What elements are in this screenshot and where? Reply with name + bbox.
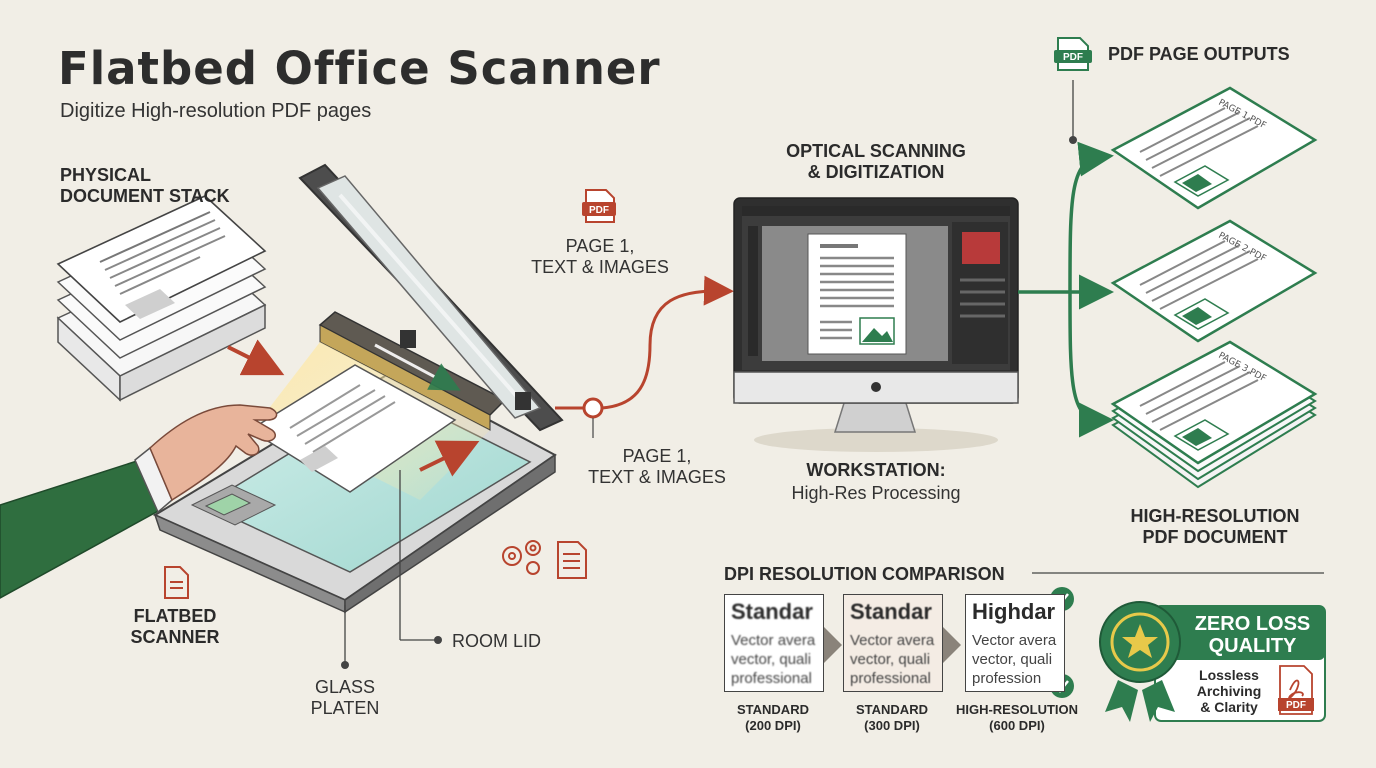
- pdf-page-2: [1110, 219, 1318, 343]
- scan-flow-arrow: [601, 275, 734, 410]
- feed-arrow: [227, 339, 285, 376]
- zero-loss-badge: [1099, 601, 1326, 722]
- workstation-sub: High-Res Processing: [791, 483, 961, 503]
- page-title: Flatbed Office Scanner: [58, 42, 661, 95]
- page-subtitle: Digitize High-resolution PDF pages: [60, 100, 372, 122]
- workstation-monitor: [733, 197, 1019, 452]
- pdf-outputs-icon-label: PDF: [1063, 52, 1083, 63]
- dpi-sample-body: Vector avera vector, quali professional: [850, 632, 935, 687]
- dpi-sample-head: Standar: [731, 599, 813, 624]
- workstation-title: WORKSTATION:: [806, 460, 946, 480]
- optical-scanning-label: OPTICAL SCANNING & DIGITIZATION: [786, 141, 966, 182]
- dpi-caption-300: STANDARD (300 DPI): [856, 702, 928, 733]
- pdf-icon-label: PDF: [589, 205, 609, 216]
- badge-pdf-label: PDF: [1286, 700, 1306, 711]
- badge-sub: Lossless Archiving & Clarity: [1196, 667, 1262, 715]
- output-branch-arrows: [1018, 141, 1114, 438]
- page1-bottom-label: PAGE 1, TEXT & IMAGES: [588, 446, 726, 487]
- pdf-page-1: [1110, 86, 1318, 210]
- high-res-doc-label: HIGH-RESOLUTION PDF DOCUMENT: [1130, 506, 1300, 547]
- dpi-sample-body: Vector avera vector, quali professional: [731, 632, 816, 687]
- star-icon: [1122, 624, 1158, 658]
- dpi-sample-300: Standar Vector avera vector, quali profe…: [843, 594, 943, 692]
- physical-stack-label: PHYSICAL DOCUMENT STACK: [60, 165, 230, 206]
- document-stack: [56, 195, 267, 402]
- dpi-sample-600: Highdar Vector avera vector, quali profe…: [965, 594, 1065, 692]
- dpi-sample-head: Highdar: [972, 599, 1056, 624]
- flatbed-doc-icon: [164, 566, 189, 599]
- room-lid-label: ROOM LID: [452, 631, 542, 651]
- document-icon: [557, 541, 587, 579]
- badge-title: ZERO LOSS QUALITY: [1194, 613, 1311, 657]
- pdf-outputs-icon: [1054, 37, 1092, 71]
- flatbed-scanner-label: FLATBED SCANNER: [130, 606, 220, 647]
- pdf-outputs-label: PDF PAGE OUTPUTS: [1108, 44, 1290, 64]
- dpi-caption-200: STANDARD (200 DPI): [737, 702, 809, 733]
- flatbed-scanner: [152, 163, 564, 614]
- pdf-icon: [582, 189, 616, 223]
- pdf-page-3-stack: [1110, 340, 1318, 489]
- page1-top-label: PAGE 1, TEXT & IMAGES: [531, 236, 669, 277]
- dpi-sample-200: Standar Vector avera vector, quali profe…: [724, 594, 824, 692]
- gears-icon: [502, 540, 541, 575]
- dpi-sample-head: Standar: [850, 599, 932, 624]
- dpi-arrow-2: [941, 625, 961, 665]
- dpi-sample-body: Vector avera vector, quali profession: [972, 632, 1057, 687]
- dpi-arrow-1: [822, 625, 842, 665]
- hand-with-sleeve: [0, 404, 278, 599]
- dpi-heading: DPI RESOLUTION COMPARISON: [724, 564, 1005, 584]
- glass-platen-label: GLASS PLATEN: [310, 677, 380, 718]
- dpi-caption-600: HIGH-RESOLUTION (600 DPI): [955, 702, 1079, 733]
